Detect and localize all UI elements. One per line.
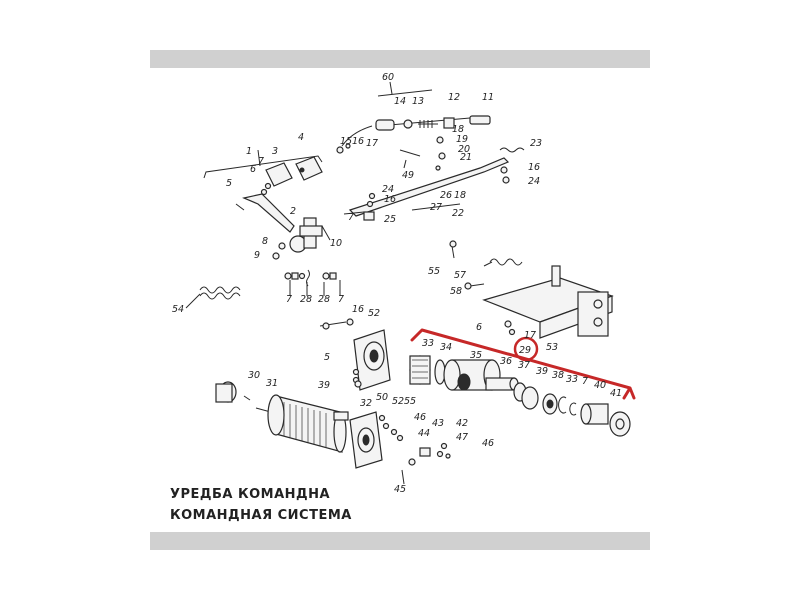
callout-5-b: 5 (324, 352, 330, 363)
callout-20: 20 (458, 144, 470, 155)
callout-6: 6 (250, 164, 256, 175)
callout-45: 45 (394, 484, 406, 495)
callout-36: 36 (500, 356, 512, 367)
callout-55-a: 55 (428, 266, 440, 277)
callout-23: 23 (530, 138, 542, 149)
pedal-assembly (185, 149, 341, 309)
callout-16-d: 16 (352, 304, 364, 315)
callout-41: 41 (610, 388, 622, 399)
callout-52-a: 52 (368, 308, 380, 319)
callout-3: 3 (272, 146, 278, 157)
callout-18-b: 18 (454, 190, 466, 201)
callout-60: 60 (382, 72, 394, 83)
callout-14: 14 (394, 96, 406, 107)
callout-24-b: 24 (382, 184, 394, 195)
linkage-rods (336, 81, 525, 221)
callout-7-e: 7 (582, 376, 588, 387)
callout-43: 43 (432, 418, 444, 429)
callout-4: 4 (298, 132, 304, 143)
callout-38: 38 (552, 370, 564, 381)
callout-27: 27 (430, 202, 442, 213)
callout-19: 19 (456, 134, 468, 145)
callout-50: 50 (376, 392, 388, 403)
lower-assembly (215, 318, 631, 485)
callout-46-b: 46 (482, 438, 494, 449)
highlight-annotation: 29 (410, 328, 636, 400)
top-border-bar (150, 50, 650, 68)
caption-line-2: КОМАНДНАЯ СИСТЕМА (170, 508, 352, 523)
callout-28-b: 28 (318, 294, 330, 305)
callout-13: 13 (412, 96, 424, 107)
callout-57: 57 (454, 270, 466, 281)
callout-30: 30 (248, 370, 260, 381)
callout-34: 34 (440, 342, 452, 353)
callout-35: 35 (470, 350, 482, 361)
callout-8: 8 (262, 236, 268, 247)
callout-7-b: 7 (348, 212, 354, 223)
callout-17-b: 17 (524, 330, 536, 341)
callout-12: 12 (448, 92, 460, 103)
callout-42: 42 (456, 418, 468, 429)
callout-5: 5 (226, 178, 232, 189)
callout-32: 32 (360, 398, 372, 409)
callout-1: 1 (246, 146, 252, 157)
bottom-border-bar (150, 532, 650, 550)
callout-17: 17 (366, 138, 378, 149)
callout-18: 18 (452, 124, 464, 135)
callout-15: 15 (340, 136, 352, 147)
callout-31: 31 (266, 378, 278, 389)
callout-7: 7 (258, 156, 264, 167)
callout-9: 9 (254, 250, 260, 261)
callout-labels: 60 1 2 3 4 5 6 7 8 9 10 11 12 13 14 15 1… (172, 72, 622, 495)
callout-16-b: 16 (528, 162, 540, 173)
callout-22: 22 (452, 208, 464, 219)
callout-33: 33 (422, 338, 434, 349)
callout-10: 10 (330, 238, 342, 249)
highlight-label: 29 (519, 345, 531, 356)
callout-37: 37 (518, 360, 530, 371)
callout-21: 21 (460, 152, 472, 163)
callout-16-c: 16 (384, 194, 396, 205)
callout-47: 47 (456, 432, 468, 443)
callout-26: 26 (440, 190, 452, 201)
callout-33-b: 33 (566, 374, 578, 385)
bracket-assembly (449, 240, 614, 339)
caption-line-1: УРЕДБА КОМАНДНА (170, 487, 331, 502)
callout-7-c: 7 (286, 294, 292, 305)
callout-46-a: 46 (414, 412, 426, 423)
callout-39-b: 39 (318, 380, 330, 391)
callout-7-d: 7 (338, 294, 344, 305)
callout-54: 54 (172, 304, 184, 315)
callout-16: 16 (352, 136, 364, 147)
callout-11: 11 (482, 92, 494, 103)
callout-24-a: 24 (528, 176, 540, 187)
callout-53: 53 (546, 342, 558, 353)
callout-52-b: 52 (392, 396, 404, 407)
callout-25: 25 (384, 214, 396, 225)
callout-6-b: 6 (476, 322, 482, 333)
callout-28-a: 28 (300, 294, 312, 305)
callout-44: 44 (418, 428, 430, 439)
callout-58: 58 (450, 286, 462, 297)
callout-39: 39 (536, 366, 548, 377)
callout-2: 2 (290, 206, 296, 217)
callout-49: 49 (402, 170, 414, 181)
callout-55-b: 55 (404, 396, 416, 407)
callout-40: 40 (594, 380, 606, 391)
highlight-circle (513, 336, 539, 362)
